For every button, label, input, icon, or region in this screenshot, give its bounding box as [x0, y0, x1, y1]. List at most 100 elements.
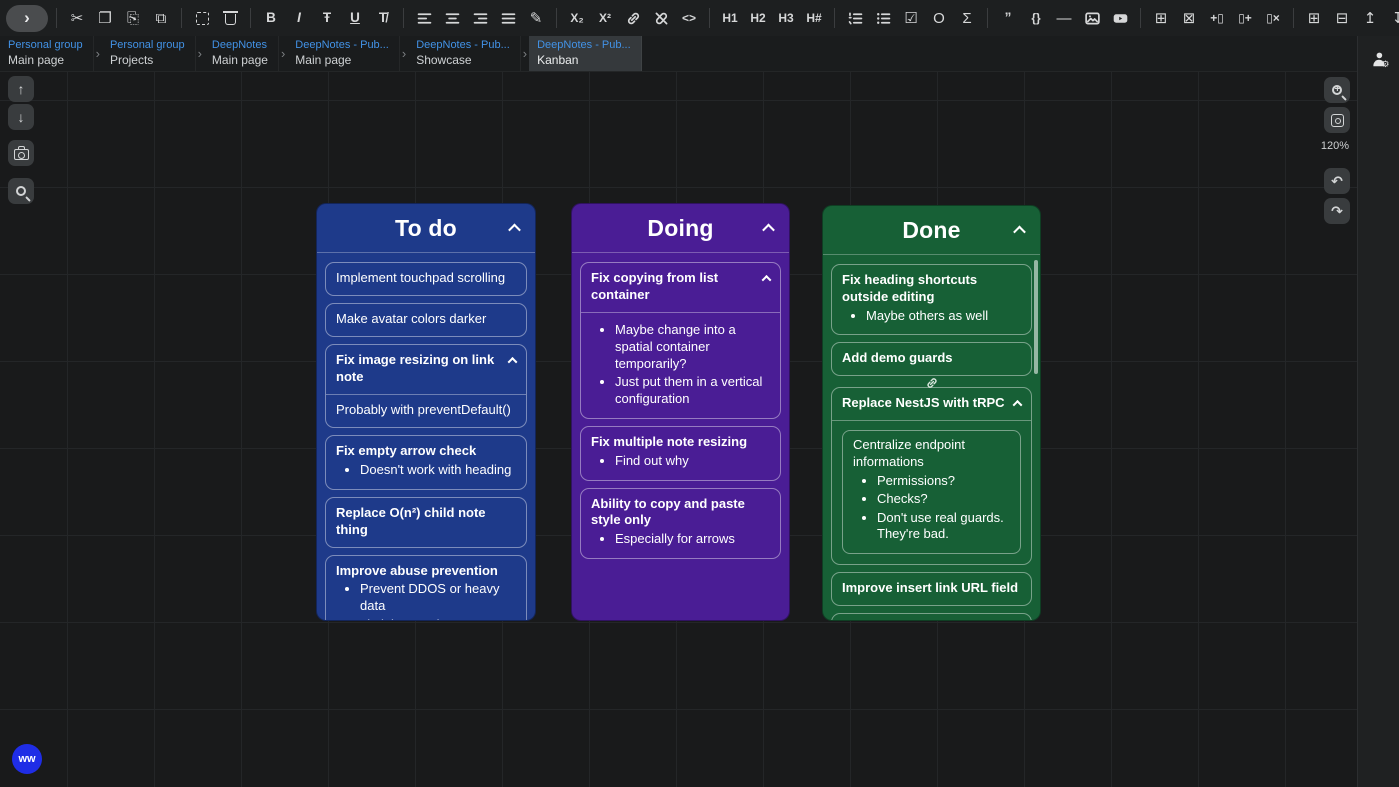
tab-public-showcase[interactable]: DeepNotes - Pub... Showcase [408, 36, 521, 71]
divider [987, 8, 988, 28]
pan-down-button[interactable]: ↓ [8, 104, 34, 130]
math-formula-button[interactable]: Σ [955, 5, 979, 31]
bold-button[interactable]: B [259, 5, 283, 31]
unlink-button[interactable] [649, 5, 673, 31]
column-scrollbar[interactable] [1033, 260, 1038, 374]
column-header[interactable]: To do [317, 204, 535, 253]
undo-button[interactable]: ↶ [1324, 168, 1350, 194]
duplicate-button[interactable]: ⧉ [149, 5, 173, 31]
column-header[interactable]: Doing [572, 204, 789, 253]
kanban-card[interactable]: Improve abuse prevention Prevent DDOS or… [325, 554, 527, 620]
align-left-button[interactable] [412, 5, 436, 31]
tab-public-kanban[interactable]: DeepNotes - Pub... Kanban [529, 36, 642, 71]
add-column-after-button[interactable]: ▯+ [1233, 5, 1257, 31]
subscript-button[interactable]: X₂ [565, 5, 589, 31]
expand-toolbar-button[interactable]: › [6, 4, 48, 32]
heading3-button[interactable]: H3 [774, 5, 798, 31]
fit-view-button[interactable] [1324, 107, 1350, 133]
bullet-list-button[interactable] [871, 5, 895, 31]
align-right-button[interactable] [468, 5, 492, 31]
delete-column-button[interactable]: ▯× [1261, 5, 1285, 31]
ordered-list-icon [848, 12, 862, 24]
underline-button[interactable]: U [343, 5, 367, 31]
add-row-below-button[interactable]: ↧ [1386, 5, 1399, 31]
superscript-button[interactable]: X² [593, 5, 617, 31]
split-cell-button[interactable]: ⊟ [1330, 5, 1354, 31]
merge-cells-button[interactable]: ⊞ [1302, 5, 1326, 31]
kanban-card[interactable]: Fix page navigation randomly bugged [831, 612, 1032, 620]
kanban-card[interactable]: Add demo guards [831, 342, 1032, 377]
heading-any-button[interactable]: H# [802, 5, 826, 31]
copy-button[interactable]: ❐ [93, 5, 117, 31]
heading2-button[interactable]: H2 [746, 5, 770, 31]
ordered-list-button[interactable] [843, 5, 867, 31]
nested-note-card[interactable]: Centralize endpoint informations Permiss… [842, 429, 1021, 554]
kanban-column-doing[interactable]: Doing Fix copying from list container Ma… [571, 203, 790, 621]
select-all-button[interactable] [190, 5, 214, 31]
clear-formatting-button[interactable]: T̸ [371, 5, 395, 31]
kanban-card[interactable]: Make avatar colors darker [325, 302, 527, 337]
kanban-column-done[interactable]: Done Fix heading shortcuts outside editi… [822, 205, 1041, 621]
cut-button[interactable]: ✂ [65, 5, 89, 31]
user-avatar[interactable]: ww [12, 744, 42, 774]
strikethrough-button[interactable]: Ŧ [315, 5, 339, 31]
link-button[interactable] [621, 5, 645, 31]
add-column-before-button[interactable]: +▯ [1205, 5, 1229, 31]
inline-code-button[interactable]: <> [677, 5, 701, 31]
collapse-card-icon[interactable] [1012, 400, 1023, 410]
toggle-list-button[interactable]: Ο [927, 5, 951, 31]
tab-public-main[interactable]: DeepNotes - Pub... Main page [287, 36, 400, 71]
paste-button[interactable]: ⎘ [121, 5, 145, 31]
horizontal-rule-button[interactable]: — [1052, 5, 1076, 31]
collapse-card-icon[interactable] [761, 274, 772, 285]
kanban-column-todo[interactable]: To do Implement touchpad scrolling Make … [316, 203, 536, 621]
redo-icon: ↷ [1331, 202, 1343, 219]
card-header[interactable]: Replace NestJS with tRPC [832, 388, 1031, 421]
card-header[interactable]: Fix image resizing on link note [326, 345, 526, 395]
column-header[interactable]: Done [823, 206, 1040, 255]
kanban-card[interactable]: Fix empty arrow check Doesn't work with … [325, 435, 527, 490]
delete-table-button[interactable]: ⊠ [1177, 5, 1201, 31]
code-block-button[interactable]: {} [1024, 5, 1048, 31]
kanban-card[interactable]: Fix heading shortcuts outside editing Ma… [831, 264, 1032, 336]
heading1-button[interactable]: H1 [718, 5, 742, 31]
tab-page-label: Main page [211, 52, 268, 67]
link-icon[interactable] [925, 376, 939, 390]
screenshot-button[interactable] [8, 140, 34, 166]
manage-users-button[interactable]: ⚙ [1366, 46, 1392, 72]
tab-group-label: Personal group [8, 39, 83, 52]
redo-button[interactable]: ↷ [1324, 198, 1350, 224]
kanban-card[interactable]: Replace O(n²) child note thing [325, 496, 527, 548]
delete-table-icon: ⊠ [1182, 9, 1196, 27]
kanban-card[interactable]: Replace NestJS with tRPC Centralize endp… [831, 387, 1032, 565]
italic-button[interactable]: I [287, 5, 311, 31]
insert-video-button[interactable] [1108, 5, 1132, 31]
tab-deepnotes-main[interactable]: DeepNotes Main page [204, 36, 279, 71]
collapse-column-icon[interactable] [508, 223, 521, 237]
highlight-button[interactable]: ✎ [524, 5, 548, 31]
search-notes-button[interactable] [8, 178, 34, 204]
kanban-card[interactable]: Fix multiple note resizing Find out why [580, 426, 781, 481]
delete-button[interactable] [218, 5, 242, 31]
tab-personal-main[interactable]: Personal group Main page [0, 36, 94, 71]
kanban-card[interactable]: Ability to copy and paste style only Esp… [580, 487, 781, 559]
kanban-card[interactable]: Implement touchpad scrolling [325, 262, 527, 296]
collapse-card-icon[interactable] [507, 356, 518, 367]
tab-personal-projects[interactable]: Personal group Projects [102, 36, 196, 71]
collapse-column-icon[interactable] [762, 223, 775, 237]
kanban-card[interactable]: Fix image resizing on link note Probably… [325, 343, 527, 429]
kanban-card[interactable]: Improve insert link URL field [831, 571, 1032, 606]
card-header[interactable]: Fix copying from list container [581, 263, 780, 313]
task-list-button[interactable]: ☑ [899, 5, 923, 31]
add-row-above-button[interactable]: ↥ [1358, 5, 1382, 31]
insert-table-button[interactable]: ⊞ [1149, 5, 1173, 31]
kanban-card[interactable]: Fix copying from list container Maybe ch… [580, 262, 781, 420]
pan-up-button[interactable]: ↑ [8, 76, 34, 102]
collapse-column-icon[interactable] [1013, 225, 1026, 239]
align-center-button[interactable] [440, 5, 464, 31]
blockquote-button[interactable]: ” [996, 5, 1020, 31]
zoom-in-button[interactable]: + [1324, 77, 1350, 103]
card-title: Ability to copy and paste style only [591, 495, 745, 528]
insert-image-button[interactable] [1080, 5, 1104, 31]
align-justify-button[interactable] [496, 5, 520, 31]
